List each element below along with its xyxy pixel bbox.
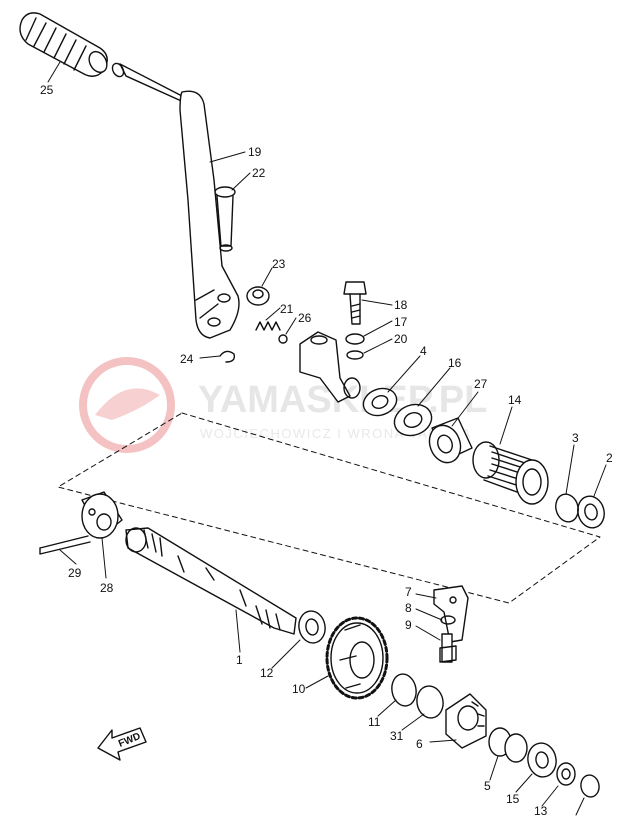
label-12: 12 [260, 666, 274, 680]
label-28: 28 [100, 581, 114, 595]
part-23-ball [247, 287, 269, 305]
label-16: 16 [448, 356, 462, 370]
part-28-collar [82, 492, 122, 538]
part-16-washer [390, 399, 436, 440]
label-23: 23 [272, 257, 286, 271]
watermark: YAMASKLEP.PL WOJCIECHOWICZ I WRONA YAMAH… [83, 361, 487, 449]
part-10-gear [327, 618, 387, 698]
part-17-washer [346, 334, 364, 344]
label-2: 2 [606, 451, 613, 465]
label-9: 9 [405, 618, 412, 632]
label-22: 22 [252, 166, 266, 180]
part-27-collar [424, 418, 472, 467]
part-7-plate [434, 586, 468, 642]
label-4: 4 [420, 344, 427, 358]
part-6-ratchet [446, 694, 486, 748]
assembly-bracket [58, 413, 600, 603]
part-31-clip [414, 684, 445, 720]
label-29: 29 [68, 566, 82, 580]
part-13-collar [557, 763, 575, 785]
label-1: 1 [236, 653, 243, 667]
label-14: 14 [508, 393, 522, 407]
part-25-grip [20, 13, 126, 79]
label-21: 21 [280, 302, 294, 316]
label-10: 10 [292, 682, 306, 696]
part-3-clip [553, 492, 581, 525]
part-21-spring [256, 322, 280, 330]
part-18-bolt [344, 282, 366, 324]
label-17: 17 [394, 315, 408, 329]
label-24: 24 [180, 352, 194, 366]
label-15: 15 [506, 792, 520, 806]
label-27: 27 [474, 377, 488, 391]
part-12-washer [296, 609, 327, 645]
part-5-spring [489, 728, 527, 762]
label-18: 18 [394, 298, 408, 312]
label-13: 13 [534, 804, 548, 818]
forward-arrow-icon [98, 728, 146, 760]
label-31: 31 [390, 729, 404, 743]
watermark-logo-icon [83, 361, 171, 449]
part-2-washer [574, 493, 607, 531]
part-22-pin [215, 187, 235, 251]
label-7: 7 [405, 585, 412, 599]
label-11: 11 [368, 715, 381, 729]
label-26: 26 [298, 311, 312, 325]
part-24-clip [220, 351, 234, 362]
part-9-bolt [440, 634, 456, 662]
part-4-washer [360, 384, 401, 420]
label-19: 19 [248, 145, 262, 159]
part-11-clip [389, 672, 418, 708]
part-20-clip [347, 351, 363, 359]
label-6: 6 [416, 737, 423, 751]
part-14-spring [473, 442, 548, 504]
part-26-ball [279, 335, 287, 343]
leader-lines [48, 62, 606, 815]
part-29-pin [40, 536, 90, 554]
part-labels: 25 19 22 23 21 26 24 18 17 20 4 16 27 14… [40, 83, 613, 818]
label-20: 20 [394, 332, 408, 346]
label-8: 8 [405, 601, 412, 615]
part-1-shaft [126, 528, 296, 634]
part-clip-end [579, 774, 601, 799]
part-boss [300, 332, 360, 402]
label-3: 3 [572, 431, 579, 445]
label-25: 25 [40, 83, 54, 97]
part-19-kick-lever [120, 64, 239, 338]
part-15-washer [525, 741, 558, 779]
label-5: 5 [484, 779, 491, 793]
